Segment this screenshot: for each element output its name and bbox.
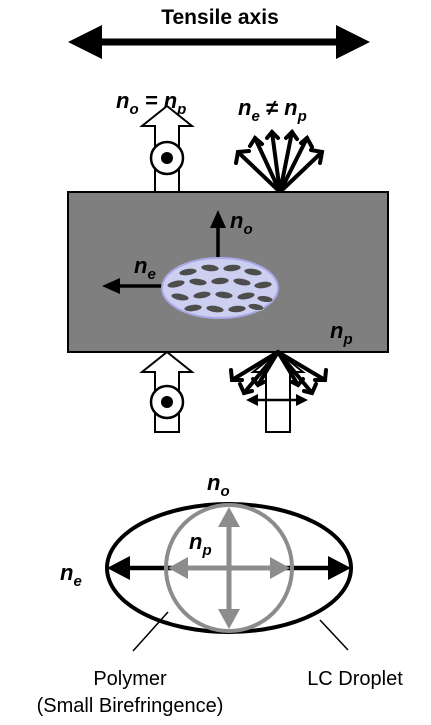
polymer-index-sphere: [164, 503, 294, 633]
label-ne-ellipsoid: ne: [60, 560, 82, 590]
label-ne-not-equal-np: ne ≠ np: [238, 95, 307, 125]
label-no-equals-np: no = np: [116, 88, 186, 118]
droplet-pointer-line: [319, 619, 349, 651]
label-ne-film: ne: [134, 253, 156, 283]
np-index-arrows: [168, 507, 290, 629]
scattered-light-arrows-bottom: [229, 350, 328, 396]
tensile-axis-title: Tensile axis: [161, 6, 279, 29]
scattered-light-arrows-top: [234, 128, 325, 194]
label-no-ellipsoid: no: [207, 470, 230, 500]
elongated-lc-droplet: [161, 257, 279, 319]
polymer-label: Polymer: [93, 668, 167, 690]
polymer-pointer-line: [132, 611, 169, 652]
label-np-ellipsoid: np: [189, 529, 212, 559]
tensile-axis-arrow: [68, 25, 370, 59]
transmitted-light-arrow: [139, 104, 195, 193]
incident-light-arrow-left: [139, 350, 195, 433]
label-no-film: no: [230, 208, 253, 238]
polymer-label-sub: (Small Birefringence): [37, 695, 224, 717]
label-np-film: np: [330, 318, 353, 348]
lc-droplet-label: LC Droplet: [307, 668, 403, 690]
